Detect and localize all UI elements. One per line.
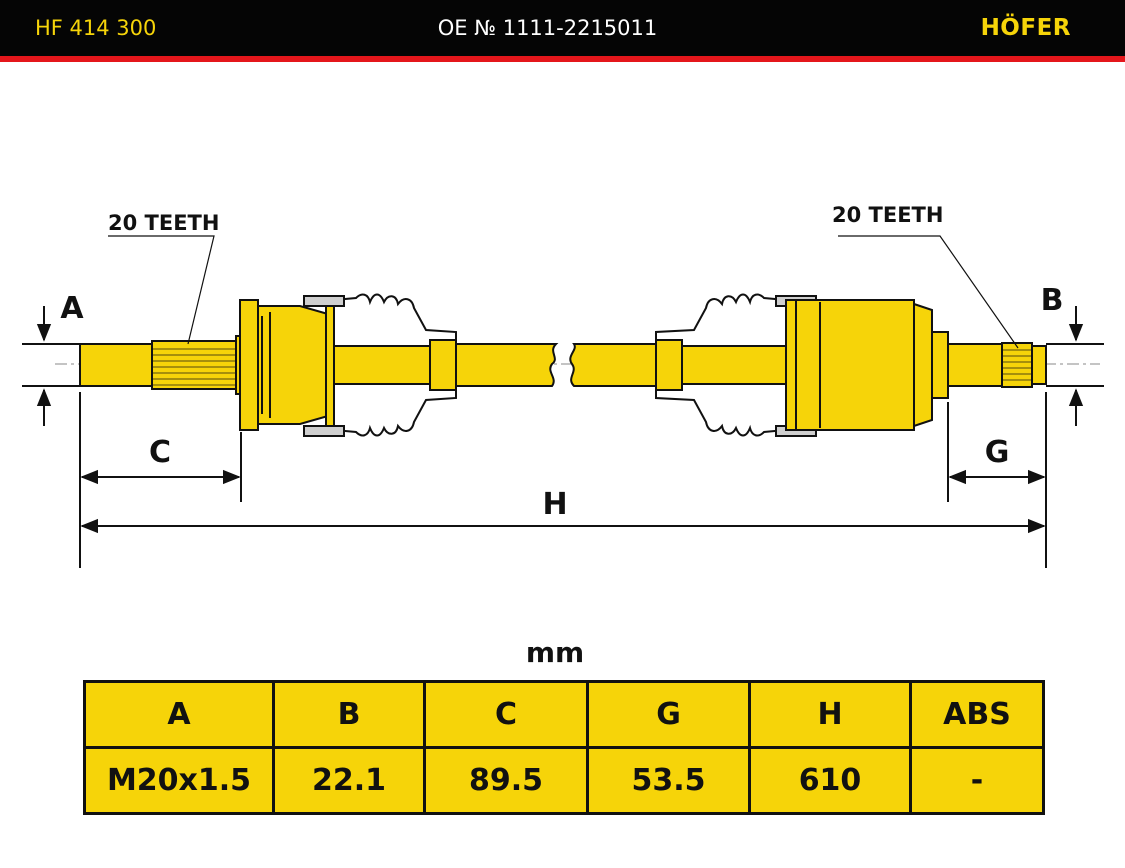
specs-header-row: A B C G H ABS	[83, 680, 1045, 749]
dimension-h-label: H	[542, 487, 567, 522]
right-stub-shaft	[931, 331, 1047, 399]
drive-shaft-drawing: 20 TEETH 20 TEETH A B C G H	[22, 203, 1104, 568]
left-cv-joint	[239, 299, 335, 431]
shaft	[439, 343, 681, 387]
dimension-b-label: B	[1041, 283, 1064, 318]
dimension-b	[1046, 306, 1104, 426]
dimension-c	[79, 392, 242, 568]
dimension-a-label: A	[60, 291, 84, 326]
part-number: HF 414 300	[35, 16, 157, 40]
header-cell-c: C	[423, 680, 589, 749]
value-cell-b: 22.1	[272, 746, 426, 815]
header-bar: HF 414 300 OE № 1111-2215011 HÖFER	[0, 0, 1125, 56]
right-spline	[1002, 349, 1032, 381]
header-cell-a: A	[83, 680, 275, 749]
left-inner-shaft	[333, 339, 457, 391]
specs-value-row: M20x1.5 22.1 89.5 53.5 610 -	[83, 746, 1045, 815]
specs-table: A B C G H ABS M20x1.5 22.1 89.5 53.5 610…	[83, 680, 1045, 815]
header-cell-h: H	[748, 680, 912, 749]
value-cell-abs: -	[909, 746, 1045, 815]
left-spline	[152, 348, 236, 386]
brand-logo: HÖFER	[980, 15, 1071, 41]
dimension-a	[22, 306, 80, 426]
header-cell-abs: ABS	[909, 680, 1045, 749]
value-cell-h: 610	[748, 746, 912, 815]
right-spline-label: 20 TEETH	[832, 203, 943, 227]
unit-label: mm	[525, 636, 585, 669]
oe-number: OE № 1111-2215011	[437, 16, 658, 40]
right-inner-shaft	[655, 339, 789, 391]
value-cell-c: 89.5	[423, 746, 589, 815]
header-cell-b: B	[272, 680, 426, 749]
value-cell-a: M20x1.5	[83, 746, 275, 815]
dimension-g-label: G	[985, 435, 1010, 470]
dimension-c-label: C	[149, 435, 171, 470]
header-rule	[0, 56, 1125, 62]
value-cell-g: 53.5	[586, 746, 751, 815]
spline-leaders	[108, 235, 1019, 349]
right-tripod-housing	[785, 299, 933, 431]
header-cell-g: G	[586, 680, 751, 749]
left-spline-label: 20 TEETH	[108, 211, 219, 235]
dimension-g	[947, 392, 1047, 568]
